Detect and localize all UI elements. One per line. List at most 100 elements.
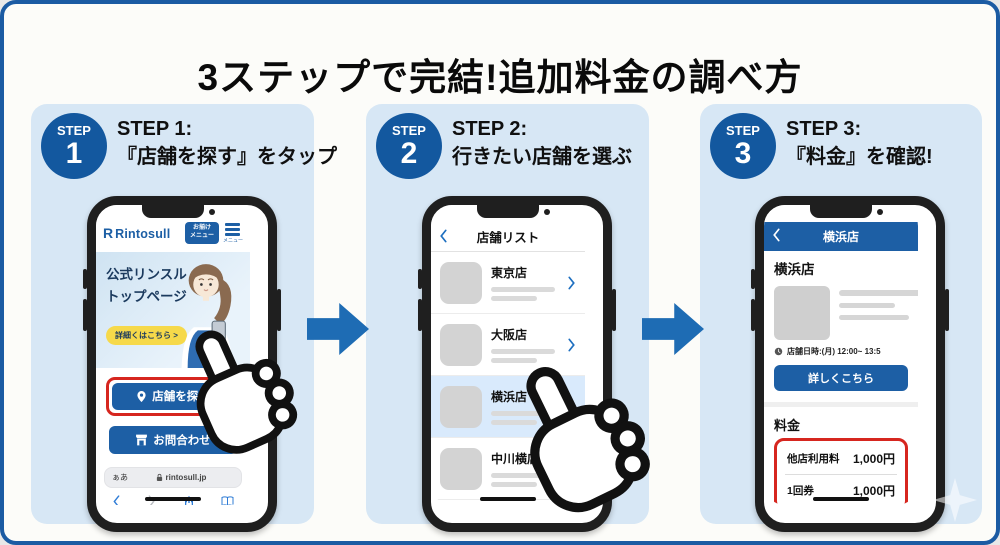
- phone-camera-dot: [544, 209, 550, 215]
- step-2-badge: STEP 2: [376, 113, 442, 179]
- skeleton-line: [491, 473, 555, 478]
- phone-power-button: [612, 289, 616, 331]
- step-1-heading-line1: STEP 1:: [117, 118, 193, 140]
- bookmarks-icon[interactable]: [221, 495, 234, 505]
- store-name: 中川横店: [491, 452, 540, 466]
- phone-volume-button: [751, 299, 755, 331]
- storefront-icon: [136, 434, 148, 446]
- logo-text: Rintosull: [115, 226, 171, 241]
- step-2-heading-line1: STEP 2:: [452, 118, 528, 140]
- fee-label: 1回券: [787, 485, 814, 497]
- phone-notch: [810, 205, 872, 218]
- store-row-osaka[interactable]: 大阪店: [431, 314, 585, 376]
- skeleton-line: [839, 303, 895, 308]
- step-3-panel: STEP 3 STEP 3: 『料金』を確認! 横浜店 横浜店: [700, 104, 982, 532]
- step-3-heading-line1: STEP 3:: [786, 118, 862, 140]
- store-name: 東京店: [491, 266, 528, 280]
- hamburger-label: メニュー: [222, 237, 243, 244]
- store-detail-header: 横浜店: [764, 222, 918, 251]
- page-title: 3ステップで完結!追加料金の調べ方: [197, 56, 803, 98]
- phone-volume-button: [83, 299, 87, 331]
- chevron-left-icon[interactable]: [772, 228, 781, 242]
- details-cta-pill[interactable]: 詳細くはこちら >: [106, 325, 187, 345]
- skeleton-line: [491, 349, 555, 354]
- store-thumbnail: [440, 261, 482, 304]
- reader-mode-label: ぁあ: [112, 472, 128, 482]
- schedule-text: 店舗日時:(月) 12:00~ 13:5: [787, 347, 881, 356]
- step-2-heading: STEP 2: 行きたい店舗を選ぶ: [452, 115, 632, 172]
- store-name: 大阪店: [491, 328, 528, 342]
- step-2-heading-line2: 行きたい店舗を選ぶ: [452, 146, 632, 169]
- store-thumbnail: [440, 385, 482, 428]
- skeleton-line: [491, 296, 537, 301]
- phone-volume-button: [418, 269, 422, 289]
- home-indicator: [480, 497, 536, 501]
- lock-icon: [156, 473, 162, 481]
- phone-power-button: [277, 289, 281, 331]
- phone-2-screen: 店舗リスト 東京店 大阪店: [431, 205, 585, 505]
- step-badge-number: 1: [65, 136, 83, 170]
- menu-button-line1: お揃け: [192, 225, 211, 232]
- skeleton-line: [839, 290, 918, 296]
- hero-title-line1: 公式リンスル: [106, 266, 187, 282]
- step-1-heading: STEP 1: 『店舗を探す』をタップ: [117, 115, 337, 172]
- section-divider: [764, 402, 918, 407]
- step-3-heading: STEP 3: 『料金』を確認!: [786, 115, 933, 172]
- phone-3-screen: 横浜店 横浜店: [764, 205, 918, 505]
- step-badge-number: 2: [400, 136, 418, 170]
- hero-title: 公式リンスル トップページ: [106, 264, 187, 309]
- chevron-left-icon[interactable]: [439, 229, 448, 243]
- step-1-panel: STEP 1 STEP 1: 『店舗を探す』をタップ R Rintosull: [31, 104, 337, 532]
- address-url: rintosull.jp: [128, 473, 234, 482]
- step-badge-label: STEP: [392, 122, 426, 138]
- fee-value: 1,000円: [852, 452, 895, 466]
- skeleton-line: [491, 287, 555, 292]
- rintosull-logo: R Rintosull: [103, 225, 170, 241]
- phone-power-button: [945, 289, 949, 331]
- phone-camera-dot: [877, 209, 883, 215]
- phone-volume-button: [83, 269, 87, 289]
- contact-label: お問合わせ: [153, 434, 211, 447]
- phone-notch: [477, 205, 539, 218]
- step-3-heading-line2: 『料金』を確認!: [786, 146, 933, 169]
- phone-mockup-2: 店舗リスト 東京店 大阪店: [418, 196, 616, 532]
- store-row-tokyo[interactable]: 東京店: [431, 252, 585, 314]
- back-icon[interactable]: [112, 495, 121, 505]
- store-row-nakagawa[interactable]: 中川横店: [431, 438, 585, 500]
- step-1-badge: STEP 1: [41, 113, 107, 179]
- fee-value: 1,000円: [852, 484, 895, 498]
- skeleton-line: [839, 315, 909, 320]
- step-3-badge: STEP 3: [710, 113, 776, 179]
- home-indicator: [813, 497, 869, 501]
- store-thumbnail: [440, 447, 482, 490]
- clock-icon: [774, 347, 783, 356]
- pointer-hand-icon: [526, 367, 650, 513]
- fees-highlight-box: 他店利用料 1,000円 1回券 1,000円: [774, 438, 908, 505]
- fee-label: 他店利用料: [787, 453, 840, 465]
- skeleton-line: [491, 411, 555, 416]
- arrow-right-icon: [642, 303, 704, 355]
- home-indicator: [145, 497, 201, 501]
- step-badge-label: STEP: [57, 122, 91, 138]
- step-badge-label: STEP: [726, 122, 760, 138]
- phone-volume-button: [418, 299, 422, 331]
- phone-camera-dot: [209, 209, 215, 215]
- find-store-label: 店舗を探す: [152, 391, 210, 404]
- fee-row: 他店利用料 1,000円: [785, 443, 897, 474]
- store-name: 横浜店: [491, 390, 528, 404]
- skeleton-line: [491, 482, 537, 487]
- details-button[interactable]: 詳しくこちら: [774, 365, 908, 391]
- store-thumbnail: [440, 323, 482, 366]
- arrow-right-icon: [307, 303, 369, 355]
- store-media-block: [774, 286, 918, 340]
- hamburger-menu-button[interactable]: メニュー: [223, 222, 243, 244]
- hamburger-icon: [225, 223, 241, 226]
- pointer-hand-icon: [195, 330, 298, 454]
- chevron-right-icon: [568, 276, 575, 289]
- step-2-panel: STEP 2 STEP 2: 行きたい店舗を選ぶ 店舗リスト: [366, 104, 649, 532]
- browser-address-bar[interactable]: ぁあ rintosull.jp: [104, 466, 242, 488]
- reserve-menu-button[interactable]: お揃け メニュー: [184, 222, 219, 244]
- location-pin-icon: [137, 390, 146, 402]
- store-detail-title: 横浜店: [822, 230, 859, 244]
- site-header: R Rintosull お揃け メニュー メニュー: [96, 205, 250, 244]
